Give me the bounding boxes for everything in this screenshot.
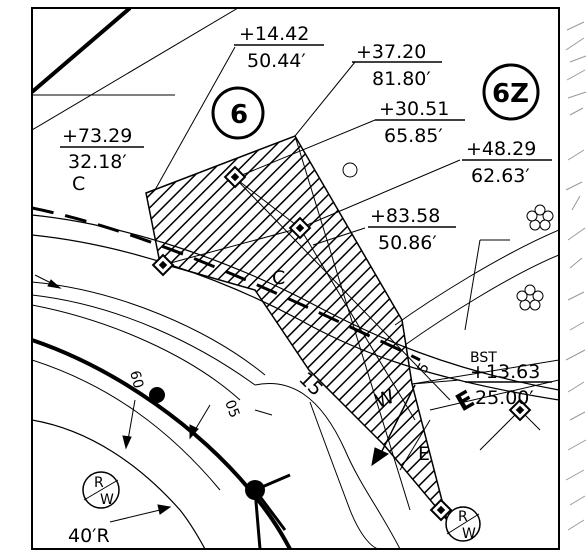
station-labels: +14.42 50.44′ +37.20 81.80′ +30.51 65.85…: [62, 23, 540, 409]
station-7-off: 25.00′: [475, 387, 534, 409]
parcel-6-circle: [211, 86, 265, 140]
shrub-icon-2: [516, 284, 544, 311]
shrub-icon: [526, 204, 554, 231]
margin-sketch: [565, 21, 587, 531]
road-bst: BST: [470, 350, 497, 366]
parcel-6z-circle: [482, 63, 540, 121]
tree-symbol: [342, 162, 358, 178]
station-6-sta: +83.58: [370, 205, 440, 227]
station-2-off: 81.80′: [372, 68, 431, 90]
station-2-sta: +37.20: [356, 41, 426, 63]
station-underlines: [60, 44, 552, 383]
rw-right-r: R: [458, 509, 468, 525]
parcel-6z-label: 6Z: [492, 79, 529, 109]
heavy-line: [32, 8, 132, 94]
station-4-off: 32.18′: [68, 151, 127, 173]
station-1-off: 50.44′: [247, 50, 306, 72]
parcel-6-label: 6: [230, 100, 248, 130]
road-c-left: C: [72, 173, 85, 195]
road-f-label: E: [418, 443, 430, 465]
station-5-off: 62.63′: [471, 165, 530, 187]
rw-left-w: W: [100, 492, 114, 508]
leader-lines: [154, 46, 541, 511]
map-frame: [31, 7, 560, 550]
station-1-sta: +14.42: [239, 23, 309, 45]
road-c-mid: C: [272, 267, 285, 289]
station-3-sta: +30.51: [379, 98, 449, 120]
road-5-label: 5: [415, 360, 433, 376]
station-5-sta: +48.29: [466, 138, 536, 160]
road-60-label: 60: [126, 369, 146, 390]
station-3-off: 65.85′: [384, 125, 443, 147]
station-6-off: 50.86′: [378, 232, 437, 254]
arrows: [34, 274, 416, 523]
rw-right-w: W: [462, 526, 476, 542]
rw-left-r: R: [94, 475, 104, 491]
station-4-sta: +73.29: [62, 125, 132, 147]
road-50-label: 05: [221, 398, 242, 420]
radius-label: 40′R: [68, 525, 110, 547]
road-lines: [32, 206, 559, 549]
station-7-sta: +13.63: [470, 361, 540, 383]
hatched-area: [145, 135, 448, 521]
